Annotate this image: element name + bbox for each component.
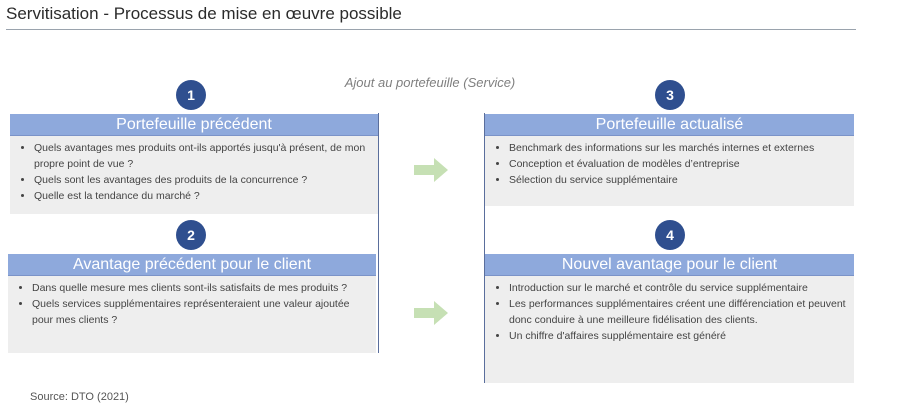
list-item: Benchmark des informations sur les march… [509,140,846,156]
list-item: Sélection du service supplémentaire [509,172,846,188]
list-item: Introduction sur le marché et contrôle d… [509,280,846,296]
step-1-panel: Portefeuille précédent Quels avantages m… [10,114,378,214]
step-3-panel: Portefeuille actualisé Benchmark des inf… [485,114,854,206]
list-item: Quels sont les avantages des produits de… [34,172,370,188]
step-2-title: Avantage précédent pour le client [8,254,376,276]
step-1-number-badge: 1 [176,80,206,110]
step-3-number-badge: 3 [655,80,685,110]
step-2-number-badge: 2 [176,220,206,250]
list-item: Quels services supplémentaires représent… [32,296,368,328]
arrow-right-icon [414,158,448,182]
step-3-list: Benchmark des informations sur les march… [485,136,854,192]
page-title: Servitisation - Processus de mise en œuv… [6,4,402,23]
list-item: Quels avantages mes produits ont-ils app… [34,140,370,172]
step-1-list: Quels avantages mes produits ont-ils app… [10,136,378,208]
step-4-panel: Nouvel avantage pour le client Introduct… [485,254,854,383]
list-item: Quelle est la tendance du marché ? [34,188,370,204]
list-item: Conception et évaluation de modèles d’en… [509,156,846,172]
list-item: Un chiffre d'affaires supplémentaire est… [509,328,846,344]
step-2-list: Dans quelle mesure mes clients sont-ils … [8,276,376,332]
right-connector-line [484,113,485,383]
step-4-list: Introduction sur le marché et contrôle d… [485,276,854,348]
source-note: Source: DTO (2021) [30,391,129,403]
left-connector-line [378,113,379,353]
arrow-right-icon [414,301,448,325]
step-4-title: Nouvel avantage pour le client [485,254,854,276]
list-item: Dans quelle mesure mes clients sont-ils … [32,280,368,296]
step-1-title: Portefeuille précédent [10,114,378,136]
diagram-subtitle: Ajout au portefeuille (Service) [344,75,516,90]
list-item: Les performances supplémentaires créent … [509,296,846,328]
step-3-title: Portefeuille actualisé [485,114,854,136]
title-divider [6,29,856,30]
step-4-number-badge: 4 [655,220,685,250]
step-2-panel: Avantage précédent pour le client Dans q… [8,254,376,353]
